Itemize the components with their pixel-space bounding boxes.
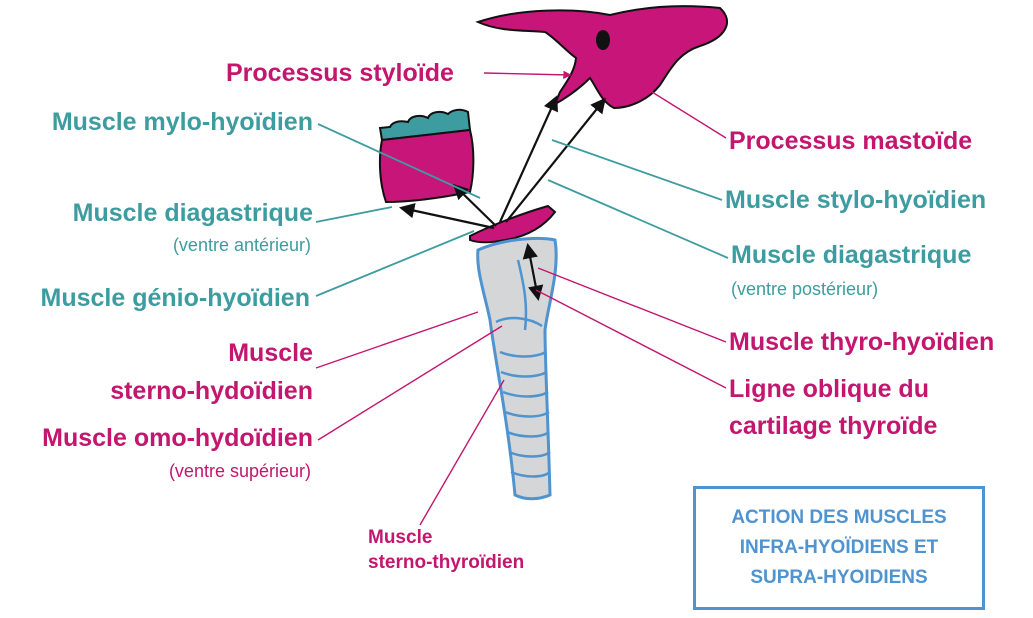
leader-diagastrique-post (547, 179, 729, 259)
label-thyro-hyoidien: Muscle thyro-hyoïdien (729, 328, 995, 356)
label-omo-hyoidien: Muscle omo-hydoïdien (42, 424, 313, 452)
arrow-hyoid-thyroid (522, 242, 544, 302)
title-line-3: SUPRA-HYOIDIENS (750, 567, 928, 588)
leader-sterno-thyroidien (419, 379, 505, 526)
leader-mastoide (651, 91, 727, 139)
temporal-bone-shape (475, 5, 729, 110)
leader-mylo (317, 123, 481, 199)
label-mylo-hyoidien: Muscle mylo-hyoïdien (51, 108, 313, 136)
leader-ligne-oblique (535, 289, 727, 389)
label-processus-styloide: Processus styloïde (226, 59, 454, 87)
label-sterno-thyroidien-2: sterno-thyroïdien (368, 552, 525, 573)
tracheal-ring (508, 450, 551, 458)
title-line-2: INFRA-HYOÏDIENS ET (739, 537, 939, 558)
title-box: ACTION DES MUSCLES INFRA-HYOÏDIENS ET SU… (693, 486, 985, 610)
leader-diagastrique-ant (315, 206, 393, 223)
leader-omo-hyoidien (317, 325, 503, 441)
label-sterno-hyoidien-2: sterno-hydoïdien (110, 377, 313, 405)
label-omo-hyoidien-sub: (ventre supérieur) (168, 461, 311, 481)
leader-styloide (483, 70, 572, 80)
arrow-to-mastoid (505, 97, 606, 223)
arrow-to-styloid (498, 95, 558, 223)
leader-stylo (551, 139, 723, 201)
tracheal-rings (499, 350, 551, 478)
label-diagastrique-ant: Muscle diagastrique (72, 199, 313, 227)
arrow-to-mandible-1 (452, 183, 497, 227)
label-sterno-hyoidien-1: Muscle (228, 339, 313, 367)
label-ligne-oblique-1: Ligne oblique du (729, 375, 929, 403)
label-diagastrique-ant-sub: (ventre antérieur) (172, 235, 311, 255)
leader-thyro-hyoidien (537, 267, 727, 343)
tracheal-ring (500, 370, 548, 378)
larynx-shape (476, 236, 558, 501)
pink-leaders (315, 70, 727, 526)
label-processus-mastoide: Processus mastoïde (729, 127, 973, 155)
title-line-1: ACTION DES MUSCLES (731, 507, 947, 528)
label-ligne-oblique-2: cartilage thyroïde (729, 412, 938, 440)
label-diagastrique-post: Muscle diagastrique (731, 241, 972, 269)
tracheal-ring (506, 430, 550, 438)
label-stylo-hyoidien: Muscle stylo-hyoïdien (725, 186, 987, 214)
teal-leaders (315, 123, 729, 297)
action-arrows (398, 95, 606, 302)
leader-sterno-hyoidien (315, 311, 479, 369)
tracheal-ring (510, 470, 551, 478)
arrow-to-mandible-2 (398, 203, 495, 230)
hyoid-shape (469, 204, 557, 244)
leader-genio (315, 230, 475, 297)
tracheal-ring (504, 410, 550, 418)
label-genio-hyoidien: Muscle génio-hyoïdien (40, 284, 310, 312)
cricoid-line (495, 316, 543, 328)
label-diagastrique-post-sub: (ventre postérieur) (731, 279, 879, 299)
mastoid-hole-shape (596, 30, 610, 50)
label-sterno-thyroidien-1: Muscle (368, 527, 433, 548)
tracheal-ring (502, 390, 549, 398)
tracheal-ring (499, 350, 547, 358)
